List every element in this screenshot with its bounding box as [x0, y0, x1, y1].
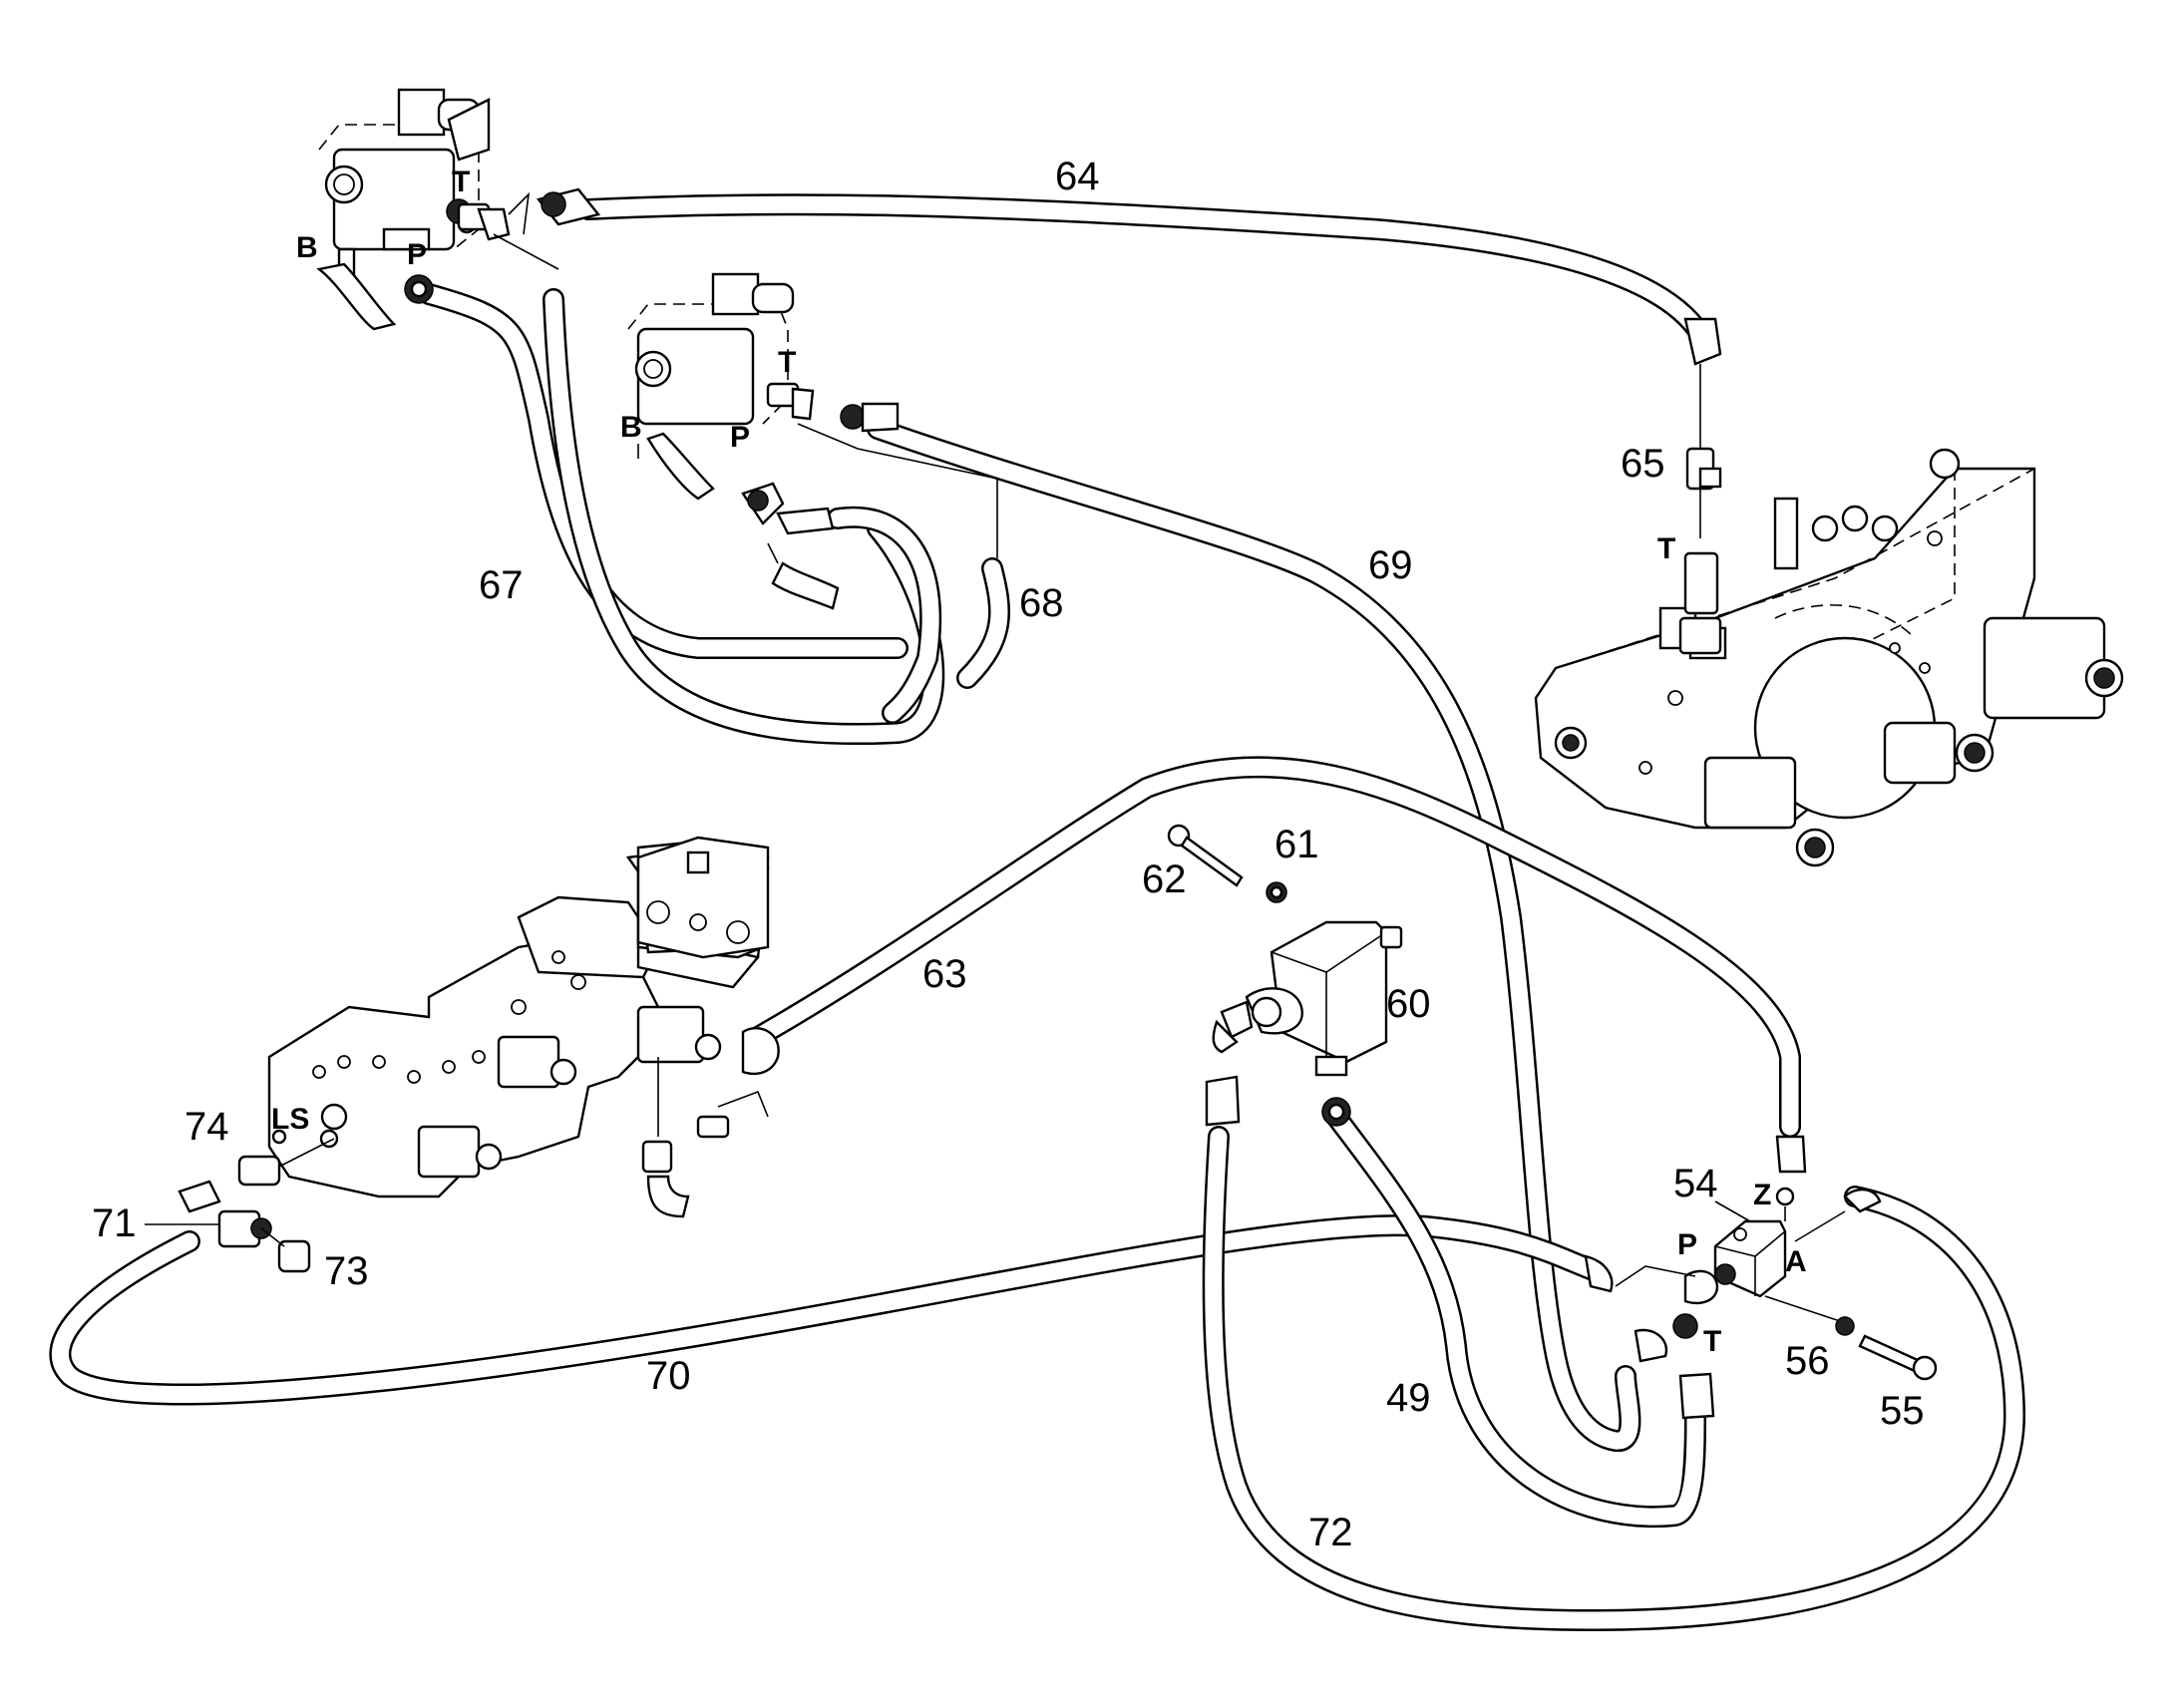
port-label-v54-P: P	[1677, 1228, 1697, 1261]
callout-70: 70	[646, 1354, 691, 1398]
fitting-74	[237, 1138, 335, 1187]
fitting-valve2-P	[741, 482, 840, 610]
fitting-valve2-T	[766, 382, 998, 558]
fitting-bottom-left-valve	[641, 1057, 690, 1218]
gasket-plate	[636, 836, 770, 959]
hose-68	[956, 557, 1011, 689]
port-label-valve2-T: T	[778, 346, 796, 379]
hose-63	[747, 756, 1801, 1138]
leader-54	[1714, 1200, 1751, 1222]
callout-64: 64	[1055, 155, 1100, 198]
manifold-block	[1534, 448, 2124, 867]
solenoid-valve-1	[316, 88, 491, 331]
hose-67c	[827, 506, 942, 724]
callout-74: 74	[184, 1105, 229, 1149]
callout-67: 67	[479, 563, 524, 607]
callout-65: 65	[1621, 442, 1665, 486]
hose-64	[577, 193, 1711, 345]
port-label-valve2-P: P	[730, 421, 750, 454]
washer-56	[1835, 1316, 1855, 1336]
port-label-block-LS: LS	[271, 1103, 309, 1136]
fitting-73	[260, 1227, 311, 1273]
port-label-manifold-T: T	[1657, 532, 1675, 565]
connector-hose64-left	[508, 187, 601, 235]
callout-68: 68	[1019, 581, 1064, 625]
callout-62: 62	[1142, 857, 1187, 901]
callout-69: 69	[1368, 543, 1413, 587]
connector-hose49-bottom	[1678, 1372, 1715, 1420]
valve-60	[1212, 920, 1403, 1077]
connector-hose63-left	[696, 1027, 780, 1139]
bolt-55	[1858, 1334, 1938, 1381]
connector-hose64-right	[1683, 317, 1722, 366]
hose-72	[1202, 1126, 2025, 1631]
connector-hose72-right	[1794, 1188, 1882, 1242]
callout-73: 73	[324, 1249, 369, 1293]
fitting-valve1-T	[457, 202, 559, 270]
callout-56: 56	[1785, 1339, 1830, 1383]
port-label-v54-T: T	[1703, 1325, 1721, 1358]
solenoid-valve-2	[627, 272, 795, 501]
callout-71: 71	[92, 1201, 137, 1245]
valve-54	[1683, 1187, 1841, 1322]
hose-49	[1325, 1106, 1706, 1528]
callout-54: 54	[1673, 1162, 1718, 1205]
port-label-v54-Z: Z	[1753, 1179, 1771, 1211]
bolt-62	[1167, 824, 1244, 887]
callout-61: 61	[1274, 823, 1319, 866]
hose-67a	[418, 283, 908, 659]
callout-55: 55	[1880, 1389, 1925, 1433]
port-label-valve1-T: T	[452, 166, 470, 198]
port-label-valve1-B: B	[296, 231, 318, 264]
fitting-71	[178, 1180, 272, 1248]
connector-hose49-top	[1321, 1097, 1351, 1127]
port-label-v54-A: A	[1785, 1245, 1807, 1278]
tee-fitting-65	[1678, 364, 1722, 655]
connector-hose70-right	[1584, 1254, 1696, 1293]
connector-hose63-right	[1775, 1135, 1807, 1174]
callout-49: 49	[1386, 1376, 1431, 1420]
connector-hose72-top	[1205, 1075, 1241, 1127]
callout-72: 72	[1308, 1511, 1353, 1554]
washer-61	[1266, 881, 1287, 903]
connector-hose69-bottom	[1634, 1313, 1698, 1363]
hose-69	[867, 418, 1641, 1452]
fitting-valve1-P	[404, 274, 434, 304]
callout-60: 60	[1386, 982, 1431, 1026]
port-label-valve2-B: B	[620, 411, 642, 444]
port-label-valve1-P: P	[407, 238, 427, 271]
callout-63: 63	[922, 952, 967, 996]
